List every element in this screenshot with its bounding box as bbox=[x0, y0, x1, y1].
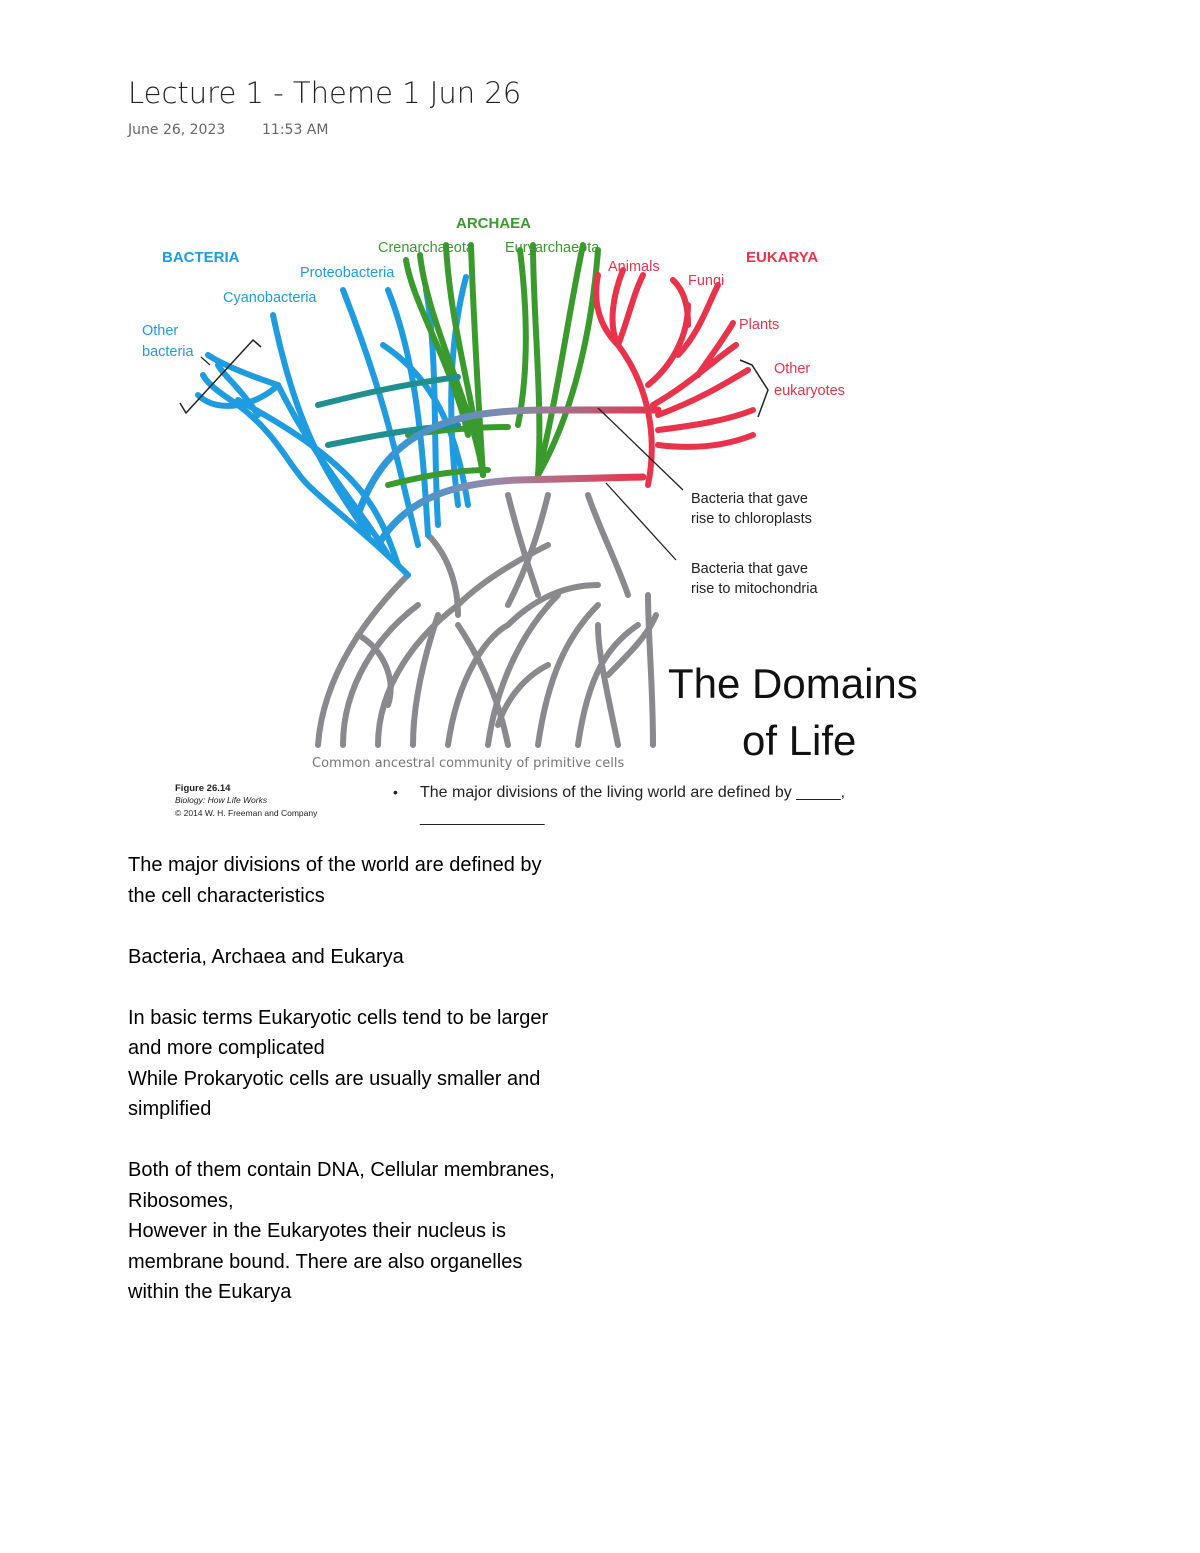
label-proteobacteria: Proteobacteria bbox=[300, 265, 395, 281]
figure-number: Figure 26.14 bbox=[175, 783, 231, 794]
mitochondria-lineage bbox=[374, 473, 647, 549]
bullet-icon: • bbox=[393, 784, 398, 800]
tree-of-life-figure: BACTERIA ARCHAEA EUKARYA Crenarchaeota E… bbox=[142, 215, 918, 826]
note-line: The major divisions of the world are def… bbox=[128, 854, 542, 876]
eukarya-branches bbox=[593, 267, 756, 488]
label-archaea: ARCHAEA bbox=[456, 215, 531, 232]
figure-copyright: © 2014 W. H. Freeman and Company bbox=[175, 808, 318, 818]
bullet-text: The major divisions of the living world … bbox=[420, 784, 845, 801]
page-title: Lecture 1 - Theme 1 Jun 26 bbox=[128, 76, 522, 110]
note-line: While Prokaryotic cells are usually smal… bbox=[128, 1067, 541, 1090]
figure-book: Biology: How Life Works bbox=[175, 795, 268, 805]
label-other-bacteria-1: Other bbox=[142, 323, 178, 339]
notes-body: The major divisions of the world are def… bbox=[128, 850, 628, 1308]
eukaryotes-bracket bbox=[739, 359, 769, 418]
page-date: June 26, 2023 bbox=[128, 122, 226, 138]
domains-heading-1: The Domains bbox=[668, 660, 918, 707]
note-line: membrane bound. There are also organelle… bbox=[128, 1250, 523, 1273]
label-other-bacteria-2: bacteria bbox=[142, 344, 195, 360]
label-plants: Plants bbox=[739, 317, 779, 333]
label-chloroplasts-2: rise to chloroplasts bbox=[691, 511, 812, 527]
note-line: Both of them contain DNA, Cellular membr… bbox=[128, 1159, 555, 1181]
label-fungi: Fungi bbox=[688, 273, 724, 289]
note-line: In basic terms Eukaryotic cells tend to … bbox=[128, 1006, 549, 1029]
label-animals: Animals bbox=[608, 259, 660, 275]
chloroplast-pointer bbox=[597, 407, 684, 491]
label-base: Common ancestral community of primitive … bbox=[312, 756, 624, 771]
label-mitochondria-1: Bacteria that gave bbox=[691, 561, 808, 577]
domains-heading-2: of Life bbox=[742, 717, 856, 764]
note-line: Ribosomes, bbox=[128, 1189, 234, 1212]
label-mitochondria-2: rise to mitochondria bbox=[691, 581, 818, 597]
bacteria-bracket bbox=[179, 338, 262, 415]
label-euryarchaeota: Euryarchaeota bbox=[505, 240, 600, 256]
bacteria-pointer bbox=[200, 356, 211, 366]
note-line: within the Eukarya bbox=[128, 1281, 292, 1303]
note-line: the cell characteristics bbox=[128, 884, 325, 907]
label-chloroplasts-1: Bacteria that gave bbox=[691, 491, 808, 507]
note-line: simplified bbox=[128, 1098, 212, 1120]
label-crenarchaeota: Crenarchaeota bbox=[378, 240, 475, 256]
label-bacteria: BACTERIA bbox=[162, 249, 240, 266]
mitochondria-pointer bbox=[605, 482, 677, 561]
label-other-euk-1: Other bbox=[774, 361, 810, 377]
note-line: Bacteria, Archaea and Eukarya bbox=[128, 945, 404, 968]
label-other-euk-2: eukaryotes bbox=[774, 383, 845, 399]
note-line: and more complicated bbox=[128, 1037, 325, 1059]
page-time: 11:53 AM bbox=[262, 122, 329, 138]
ancestral-branches bbox=[315, 492, 659, 748]
label-cyanobacteria: Cyanobacteria bbox=[223, 290, 317, 306]
label-eukarya: EUKARYA bbox=[746, 249, 818, 266]
chloroplast-lineage bbox=[354, 406, 662, 519]
bullet-blank-line: ______________ bbox=[419, 809, 546, 826]
note-line: However in the Eukaryotes their nucleus … bbox=[128, 1220, 506, 1242]
